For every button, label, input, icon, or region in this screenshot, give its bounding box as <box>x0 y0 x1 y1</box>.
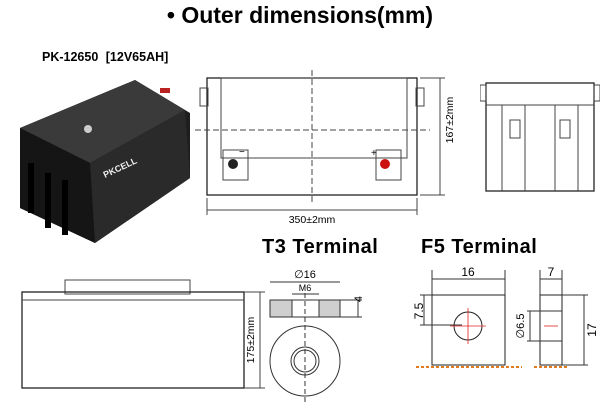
f5-terminal-title: F5 Terminal <box>421 236 538 258</box>
f5-width: 16 <box>461 265 475 279</box>
battery-photo: PKCELL <box>20 80 190 243</box>
height-dimension: 175±2mm <box>245 316 257 363</box>
f5-terminal-drawing: 16 7.5 7 ∅6.5 17 <box>412 265 599 368</box>
top-view-drawing: − + 167±2mm 350±2mm <box>195 70 456 226</box>
front-view-drawing: 175±2mm <box>21 279 265 389</box>
f5-hole-diameter: ∅6.5 <box>515 314 527 339</box>
width-dimension: 167±2mm <box>444 96 456 143</box>
t3-terminal-title: T3 Terminal <box>262 236 379 258</box>
f5-height: 17 <box>585 323 599 337</box>
length-dimension: 350±2mm <box>289 214 336 226</box>
t3-diameter: ∅16 <box>294 269 316 281</box>
svg-text:−: − <box>239 147 245 158</box>
model-label: PK-12650 [12V65AH] <box>42 50 169 64</box>
f5-depth: 7 <box>548 265 555 279</box>
t3-thickness: 4 <box>353 296 365 302</box>
t3-terminal-drawing: ∅16 M6 4 <box>269 269 365 405</box>
side-view-drawing <box>480 82 600 192</box>
page-title: • Outer dimensions(mm) <box>166 2 434 28</box>
svg-text:+: + <box>371 148 377 159</box>
f5-hole-offset: 7.5 <box>412 302 426 319</box>
